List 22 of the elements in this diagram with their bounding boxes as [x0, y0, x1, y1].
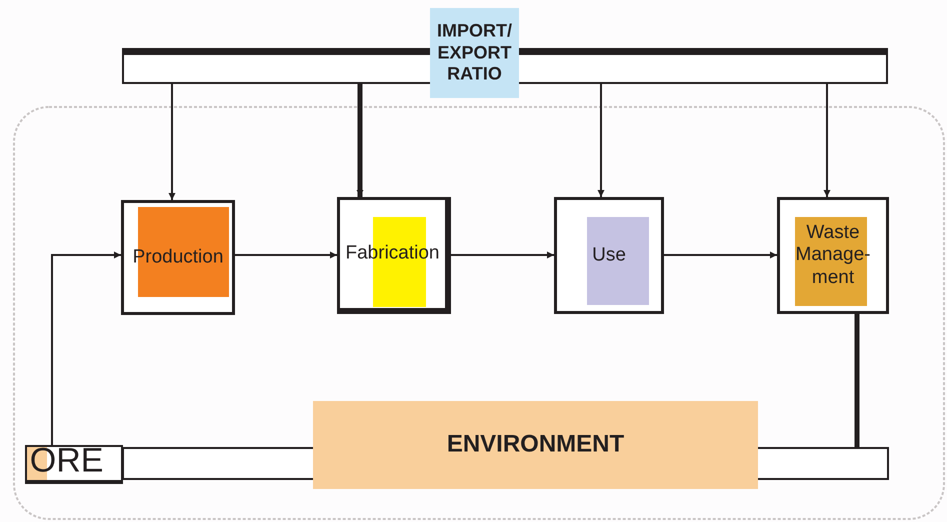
node-label: Use	[592, 244, 626, 267]
ratio-label	[430, 8, 519, 98]
process-box	[554, 197, 664, 314]
process-box	[777, 197, 889, 314]
node-label: ENVIRONMENT	[446, 430, 624, 460]
environment-box	[313, 401, 758, 489]
arrow	[168, 84, 176, 200]
arrow	[664, 252, 777, 258]
arrow	[235, 252, 337, 258]
connector-line	[854, 314, 860, 447]
node-label: IMPORT/ EXPORT RATIO	[436, 20, 513, 86]
environment-bar	[757, 447, 889, 480]
node-label: ORE	[30, 440, 104, 481]
environment-bar	[122, 447, 314, 480]
arrow	[356, 84, 364, 197]
arrow	[451, 252, 554, 258]
ore-box	[25, 445, 123, 484]
arrow	[824, 84, 830, 197]
arrow	[51, 252, 121, 445]
process-box	[121, 200, 235, 315]
process-box	[337, 197, 451, 314]
arrow	[598, 84, 604, 197]
